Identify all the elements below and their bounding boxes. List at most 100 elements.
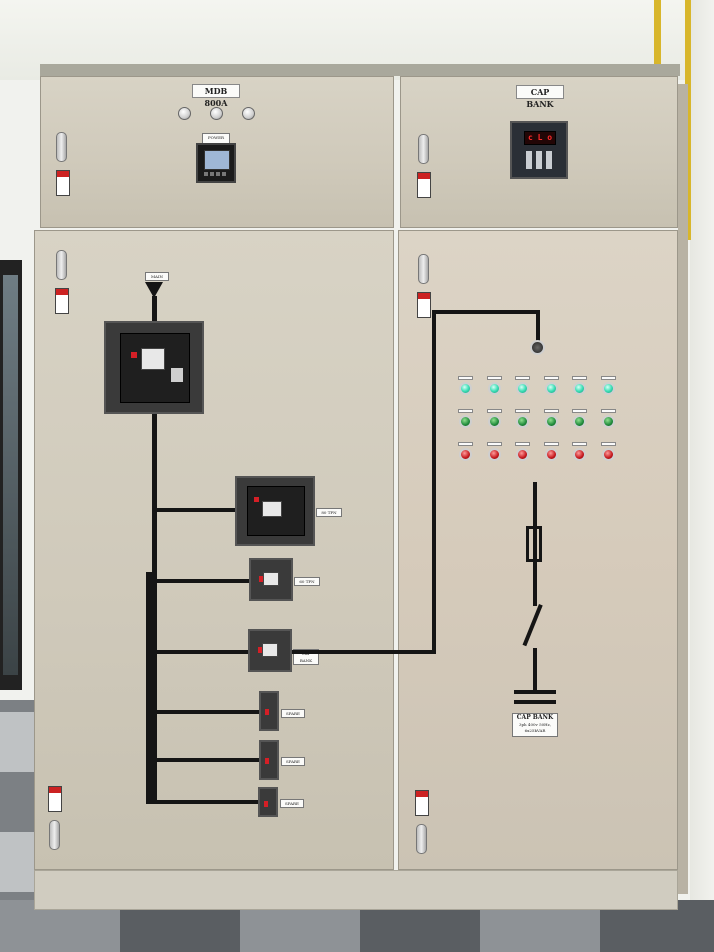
start-button-step-5[interactable] (573, 415, 586, 428)
breaker-80tpn-window (262, 501, 282, 517)
cabinet-side (678, 84, 688, 894)
indicator-lamp-on-step-4 (545, 382, 558, 395)
capbank-nameplate: CAP BANK (516, 85, 564, 109)
main-label: MAIN (145, 272, 169, 281)
yellow-conduit (654, 0, 661, 80)
capacitor-plate-bottom (514, 700, 556, 704)
start-button-step-4[interactable] (545, 415, 558, 428)
busbar-vertical-left-lower (146, 572, 152, 804)
lamp-label-r2-c6 (601, 409, 616, 413)
busbar-capbank-drop (536, 310, 540, 342)
capacitor-plate-top (514, 690, 556, 694)
breaker-80tpn (235, 476, 315, 546)
lamp-label-r2-c2 (487, 409, 502, 413)
busbar-feeder-3 (152, 650, 248, 654)
power-meter-screen (204, 150, 230, 170)
stop-button-step-2[interactable] (488, 448, 501, 461)
door-latch-right-top[interactable] (418, 134, 429, 164)
indicator-lamp-on-step-5 (573, 382, 586, 395)
breaker-spare-1 (259, 691, 279, 731)
main-breaker-trip-unit[interactable] (171, 368, 183, 382)
breaker-spare-3 (258, 787, 278, 817)
main-breaker-face (120, 333, 190, 403)
breaker-capbank-handle[interactable] (258, 647, 262, 653)
lamp-label-r1-c2 (487, 376, 502, 380)
breaker-60tpn (249, 558, 293, 601)
lamp-label-r1-c5 (572, 376, 587, 380)
yellow-conduit-right (685, 0, 691, 240)
stop-button-step-1[interactable] (459, 448, 472, 461)
window-glass (3, 275, 18, 675)
breaker-spare-2-handle[interactable] (265, 758, 269, 764)
pilot-lamp-l1 (178, 107, 191, 120)
stop-button-step-3[interactable] (516, 448, 529, 461)
lamp-label-r1-c3 (515, 376, 530, 380)
busbar-incoming (152, 296, 157, 322)
breaker-capbank-window (262, 643, 278, 657)
breaker-60tpn-handle[interactable] (259, 576, 263, 582)
busbar-feeder-6 (146, 800, 260, 804)
symbol-line-bottom (533, 648, 537, 692)
capbank-rating-plate: CAP BANK 3ph 400v 50Hz, 6x25kVAR (512, 713, 558, 737)
lamp-label-r3-c6 (601, 442, 616, 446)
warning-sticker-right-top (417, 172, 431, 198)
busbar-capbank-link (292, 650, 436, 654)
busbar-capbank-top (432, 310, 540, 314)
incoming-triangle (145, 282, 163, 298)
warning-sticker-left-top (56, 170, 70, 196)
breaker-capbank (248, 629, 292, 672)
capbank-plate-title: CAP BANK (516, 714, 554, 721)
fuse-symbol-line (533, 526, 537, 562)
breaker-spare-1-handle[interactable] (265, 709, 269, 715)
door-latch-left-main-top[interactable] (56, 250, 67, 280)
lamp-label-r2-c1 (458, 409, 473, 413)
pfc-display: c L o (524, 131, 556, 145)
main-breaker (104, 321, 204, 414)
lamp-label-r1-c1 (458, 376, 473, 380)
door-latch-right-main-top[interactable] (418, 254, 429, 284)
selector-switch[interactable] (530, 340, 545, 355)
door-latch-right-bottom[interactable] (416, 824, 427, 854)
main-breaker-window (141, 348, 165, 370)
label-60tpn: 60 TPN (294, 577, 320, 586)
stop-button-step-4[interactable] (545, 448, 558, 461)
lamp-label-r2-c5 (572, 409, 587, 413)
indicator-lamp-on-step-2 (488, 382, 501, 395)
power-meter (196, 143, 236, 183)
start-button-step-1[interactable] (459, 415, 472, 428)
main-breaker-trip-indicator (131, 352, 137, 358)
symbol-line-mid (533, 562, 537, 606)
lamp-label-r1-c4 (544, 376, 559, 380)
mdb-main-door (34, 230, 394, 870)
indicator-lamp-on-step-3 (516, 382, 529, 395)
pilot-lamp-l2 (210, 107, 223, 120)
wall-right (690, 0, 714, 952)
top-rail (40, 64, 680, 76)
symbol-line-top (533, 482, 537, 526)
lamp-label-r3-c5 (572, 442, 587, 446)
busbar-feeder-4 (152, 710, 260, 714)
busbar-feeder-2 (152, 579, 250, 583)
warning-sticker-right-bottom (415, 790, 429, 816)
busbar-feeder-5 (152, 758, 260, 762)
stop-button-step-6[interactable] (602, 448, 615, 461)
pfc-keypad[interactable] (526, 151, 552, 169)
capbank-plate-rating: 6x25kVAR (524, 728, 546, 733)
start-button-step-3[interactable] (516, 415, 529, 428)
door-latch-left-bottom[interactable] (49, 820, 60, 850)
busbar-vertical-left (152, 414, 157, 804)
pfc-controller: c L o (510, 121, 568, 179)
warning-sticker-left-bottom (48, 786, 62, 812)
start-button-step-6[interactable] (602, 415, 615, 428)
cabinet-plinth (34, 870, 678, 910)
lamp-label-r3-c1 (458, 442, 473, 446)
lamp-label-r2-c4 (544, 409, 559, 413)
stop-button-step-5[interactable] (573, 448, 586, 461)
power-meter-buttons (204, 172, 228, 176)
door-latch-left-top[interactable] (56, 132, 67, 162)
mdb-nameplate: MDB 800A (192, 84, 240, 108)
breaker-80tpn-face (247, 486, 305, 536)
lamp-label-r3-c4 (544, 442, 559, 446)
start-button-step-2[interactable] (488, 415, 501, 428)
breaker-spare-3-handle[interactable] (264, 801, 268, 807)
